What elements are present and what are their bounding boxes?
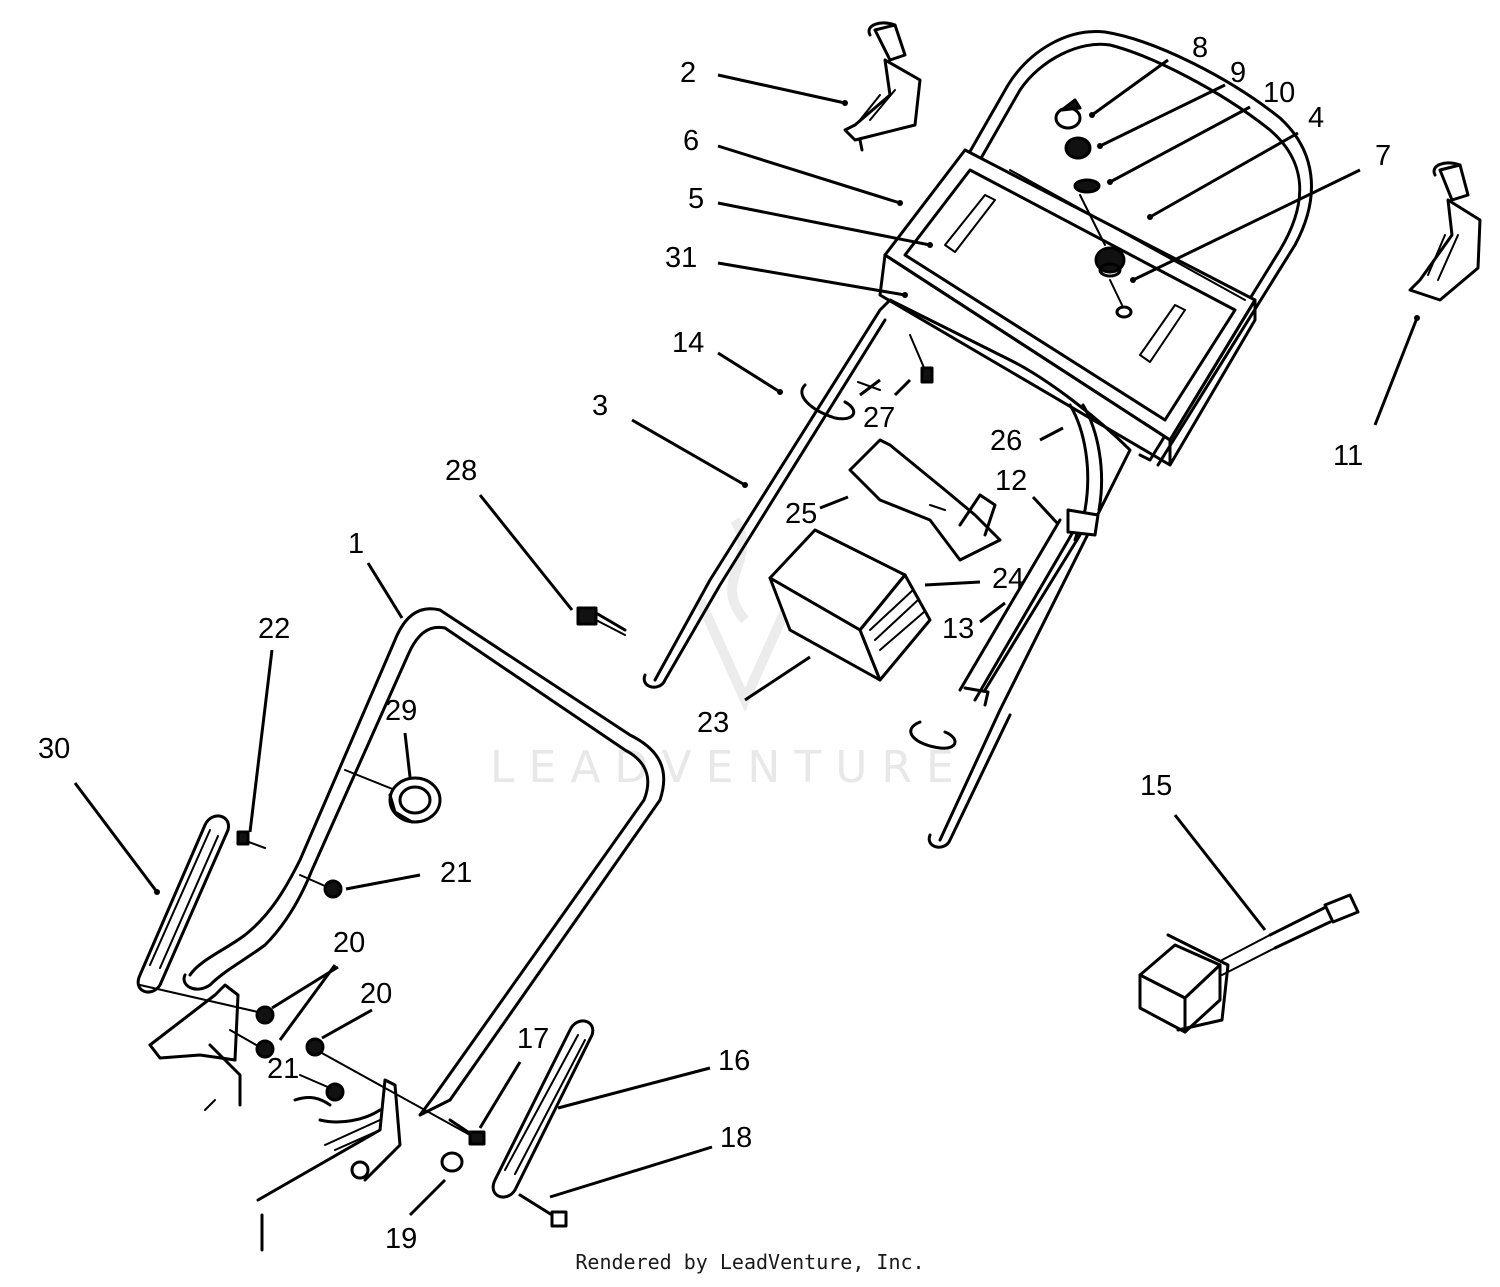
- callout-26: 26: [990, 425, 1022, 457]
- callout-21b: 21: [267, 1053, 299, 1085]
- nuts-20: [139, 984, 471, 1136]
- callout-5: 5: [688, 183, 704, 215]
- key-8: [1054, 98, 1082, 130]
- callout-13: 13: [942, 613, 974, 645]
- side-bracket-left: [136, 814, 230, 994]
- callout-2: 2: [680, 57, 696, 89]
- ignition-switch: [1094, 246, 1133, 319]
- callout-23: 23: [697, 707, 729, 739]
- screws-27: [857, 334, 934, 391]
- callout-27: 27: [863, 402, 895, 434]
- callout-4: 4: [1308, 102, 1324, 134]
- callout-14: 14: [672, 327, 704, 359]
- callout-10: 10: [1263, 77, 1295, 109]
- callout-18: 18: [720, 1122, 752, 1154]
- callout-19: 19: [385, 1223, 417, 1255]
- battery-bracket: [848, 438, 1002, 562]
- nut-9: [1064, 136, 1092, 160]
- callout-16: 16: [718, 1045, 750, 1077]
- knob: [388, 776, 442, 824]
- callout-25: 25: [785, 498, 817, 530]
- throttle-lever-left: [843, 21, 922, 152]
- upper-handle: [642, 30, 1313, 849]
- leader-lines: [73, 58, 1420, 1217]
- washer-10: [1073, 178, 1101, 194]
- callout-8: 8: [1192, 32, 1208, 64]
- bolt-22: [236, 830, 266, 849]
- callout-labels: 1 2 3 4 5 6 7 8 9 10 11 12 13 14 15 16 1…: [38, 32, 1391, 1255]
- callout-24: 24: [992, 563, 1024, 595]
- deck-bracket: [148, 983, 402, 1252]
- callout-21a: 21: [440, 857, 472, 889]
- nut-21-upper: [299, 874, 343, 899]
- callout-7: 7: [1375, 140, 1391, 172]
- nut-21-lower: [299, 1074, 345, 1102]
- callout-28: 28: [445, 455, 477, 487]
- switch-shaft: [1079, 194, 1106, 246]
- render-credit: Rendered by LeadVenture, Inc.: [575, 1250, 925, 1274]
- battery: [768, 528, 932, 682]
- bolt-28: [576, 606, 627, 636]
- cable-clip-lower: [909, 720, 957, 750]
- control-cable: [963, 403, 1104, 707]
- callout-15: 15: [1140, 770, 1172, 802]
- bolt-17: [448, 1118, 486, 1146]
- side-bracket-right: [491, 1019, 595, 1199]
- watermark-text: LEADVENTURE: [490, 742, 968, 793]
- bolt-18: [518, 1193, 568, 1228]
- lower-handle: [182, 607, 666, 1117]
- control-panel: [878, 148, 1257, 467]
- callout-22: 22: [258, 613, 290, 645]
- callout-9: 9: [1230, 57, 1246, 89]
- callout-20b: 20: [360, 978, 392, 1010]
- callout-20a: 20: [333, 927, 365, 959]
- callout-30: 30: [38, 733, 70, 765]
- callout-1: 1: [348, 528, 364, 560]
- cable-clip-upper: [800, 383, 856, 421]
- callout-17: 17: [517, 1023, 549, 1055]
- throttle-lever-right: [1408, 161, 1482, 302]
- callout-12: 12: [995, 465, 1027, 497]
- callout-31: 31: [665, 242, 697, 274]
- callout-11: 11: [1333, 440, 1363, 472]
- callout-6: 6: [683, 125, 699, 157]
- callout-3: 3: [592, 390, 608, 422]
- washer-19: [440, 1151, 464, 1173]
- callout-29: 29: [385, 695, 417, 727]
- electric-starter: [1138, 893, 1360, 1034]
